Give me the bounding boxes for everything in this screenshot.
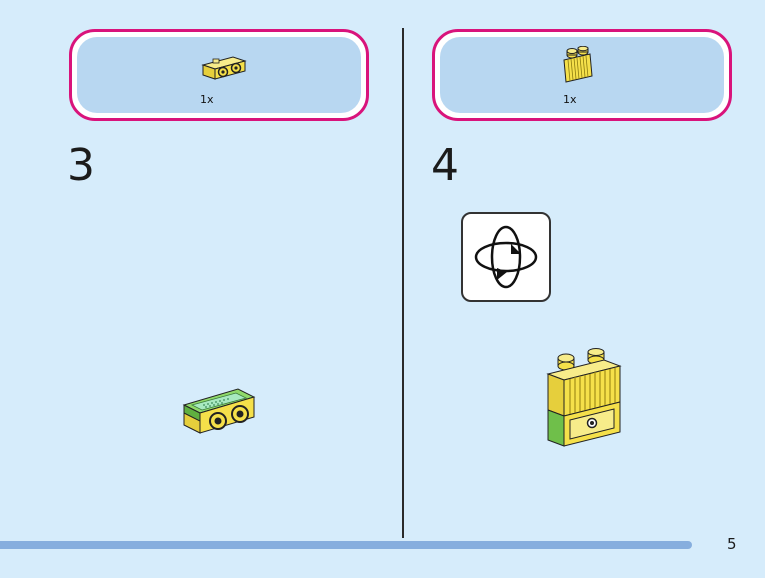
rotate-arrows-icon [474, 225, 538, 289]
parts-callout-inner: 1x [77, 37, 361, 113]
parts-callout-step-4: 1x [432, 29, 732, 121]
step-4-assembly-illustration [546, 348, 622, 447]
page-footer-bar [0, 541, 692, 549]
part-quantity: 1x [200, 93, 214, 106]
column-divider [402, 28, 404, 538]
yellow-double-round-brick-icon [201, 56, 247, 80]
yellow-grille-brick-icon [563, 46, 593, 83]
parts-callout-step-3: 1x [69, 29, 369, 121]
rotate-model-icon [461, 212, 551, 302]
step-number-4: 4 [431, 140, 459, 191]
part-quantity: 1x [563, 93, 577, 106]
step-3-assembly-illustration [182, 388, 256, 434]
parts-callout-inner: 1x [440, 37, 724, 113]
page-number: 5 [727, 535, 737, 553]
step-number-3: 3 [67, 140, 95, 191]
